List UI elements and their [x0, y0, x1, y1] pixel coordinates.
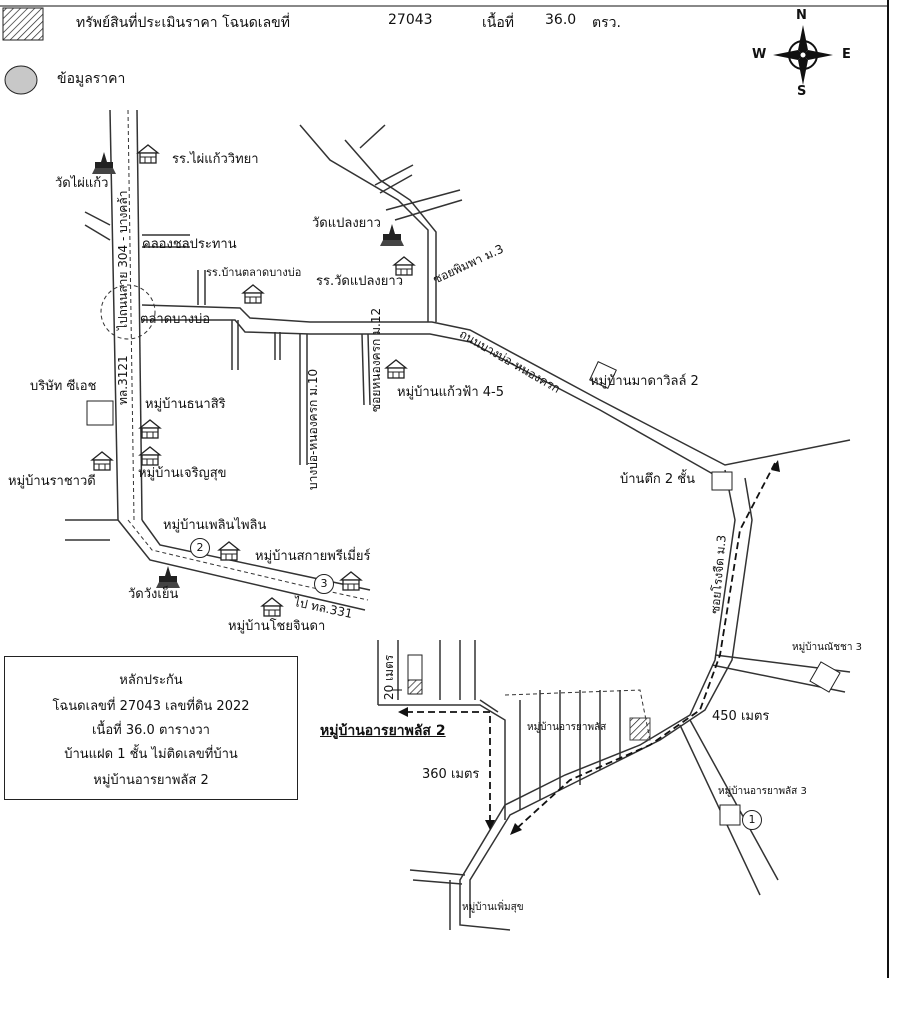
collateral-info-box: หลักประกัน โฉนดเลขที่ 27043 เลขที่ดิน 20… — [4, 656, 298, 800]
label-mb-sakai: หมู่บ้านสกายพรีเมี่ยร์ — [255, 549, 371, 564]
school-talatbangbo-icon — [242, 284, 264, 304]
house-ploenphailin-icon — [218, 541, 240, 561]
label-rr-phaikaew: รร.ไผ่แก้ววิทยา — [172, 152, 259, 167]
house-charoensuk-icon — [139, 446, 161, 466]
label-mb-madavilla: หมู่บ้านมาดาวิลล์ 2 — [590, 374, 699, 389]
label-mb-charoensuk: หมู่บ้านเจริญสุข — [138, 466, 227, 481]
madavilla-building — [589, 361, 617, 389]
house-ratchawadi-icon — [91, 451, 113, 471]
road-m12-label: ซอยหนองครก ม.12 — [369, 307, 383, 412]
legend-hatch-label: ทรัพย์สินที่ประเมินราคา โฉนดเลขที่ — [76, 15, 290, 31]
price-marker-3: 3 — [314, 574, 334, 594]
distance-450m: 450 เมตร — [712, 709, 770, 724]
label-mb-kaewfa: หมู่บ้านแก้วฟ้า 4-5 — [397, 385, 504, 400]
house-kaewfa-icon — [385, 359, 407, 379]
deed-number: 27043 — [388, 12, 433, 28]
label-talat-bangbo: ตลาดบางบ่อ — [140, 312, 211, 327]
house-sakai-icon — [340, 571, 362, 591]
temple-phaikaew-icon — [92, 152, 116, 174]
label-ban-tuek: บ้านตึก 2 ชั้น — [620, 472, 695, 487]
label-mb-thanasiri: หมู่บ้านธนาสิริ — [145, 397, 226, 412]
label-rr-talatbangbo: รร.บ้านตลาดบางบ่อ — [206, 266, 302, 279]
label-mb-natcha: หมู่บ้านณัชชา 3 — [792, 642, 862, 653]
compass-n: N — [796, 8, 807, 23]
price-marker-1: 1 — [742, 810, 762, 830]
collateral-line2: เนื้อที่ 36.0 ตารางวา — [92, 723, 210, 738]
school-plaengyao-icon — [393, 256, 415, 276]
label-company-cs: บริษัท ซีเอช — [30, 379, 97, 394]
price-marker-2: 2 — [190, 538, 210, 558]
hatch-legend-icon — [2, 7, 44, 41]
label-rr-wat-plaengyao: รร.วัดแปลงยาว — [316, 274, 404, 289]
araya-plot-marker — [629, 717, 651, 741]
collateral-line3: บ้านแฝด 1 ชั้น ไม่ติดเลขที่บ้าน — [64, 747, 238, 762]
collateral-title: หลักประกัน — [119, 673, 183, 688]
ban-tuek-building — [711, 471, 733, 491]
compass-e: E — [842, 47, 851, 62]
distance-360m: 360 เมตร — [422, 767, 480, 782]
area-label: เนื้อที่ — [482, 15, 514, 31]
label-mb-araya3: หมู่บ้านอารยาพลัส 3 — [718, 786, 807, 797]
label-wat-wangyen: วัดวังเย็น — [128, 587, 179, 602]
label-canal: คลองชลประทาน — [142, 237, 237, 252]
temple-wangyen-icon — [156, 566, 180, 588]
compass-w: W — [752, 47, 767, 62]
collateral-line4: หมู่บ้านอารยาพลัส 2 — [93, 773, 209, 788]
legend-circle-label: ข้อมูลราคา — [57, 71, 126, 87]
route-path — [400, 462, 776, 831]
compass-rose-icon — [773, 25, 833, 85]
label-mb-ratchawadi: หมู่บ้านราชาวดี — [8, 474, 96, 489]
company-building — [86, 400, 114, 426]
label-mb-araya2: หมู่บ้านอารยาพลัส 2 — [320, 723, 446, 739]
area-unit: ตรว. — [592, 15, 621, 31]
house-chaichinda-icon — [261, 597, 283, 617]
road-network — [65, 109, 851, 931]
label-mb-phoemsuk: หมู่บ้านเพิ่มสุข — [462, 902, 524, 913]
road-304-label: ไปถนนสาย 304 - บางคล้า — [116, 190, 130, 330]
label-mb-chaichinda: หมู่บ้านโชยจินดา — [228, 619, 326, 634]
label-wat-phaikaew: วัดไผ่แก้ว — [55, 176, 109, 191]
road-3121-label: ทล.3121 — [116, 355, 130, 405]
compass-s: S — [797, 84, 807, 99]
house-thanasiri-icon — [139, 419, 161, 439]
subject-property-plot — [407, 679, 423, 695]
collateral-line1: โฉนดเลขที่ 27043 เลขที่ดิน 2022 — [52, 699, 250, 714]
natcha-building — [809, 661, 841, 693]
araya3-building — [719, 804, 741, 826]
road-m10-label: บางบ่อ-หนองครก ม.10 — [306, 368, 320, 490]
adjacent-plot — [407, 654, 423, 681]
route-arrowheads — [398, 460, 780, 835]
label-wat-plaengyao: วัดแปลงยาว — [312, 216, 381, 231]
label-mb-ploenphailin: หมู่บ้านเพลินไพลิน — [163, 518, 267, 533]
label-mb-araya-plot: หมู่บ้านอารยาพลัส — [527, 722, 607, 733]
price-data-legend-icon — [4, 65, 38, 95]
school-phaikaew-icon — [137, 144, 159, 164]
temple-plaengyao-icon — [380, 224, 404, 246]
area-value: 36.0 — [545, 12, 577, 28]
distance-20m: 20 เมตร — [382, 654, 396, 700]
